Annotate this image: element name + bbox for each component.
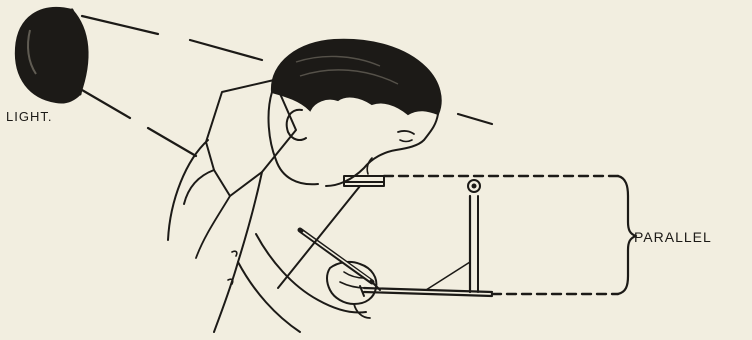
beam-lower-line-2 — [148, 128, 196, 156]
collar — [206, 80, 296, 196]
shirt-button — [232, 251, 237, 256]
label-light: LIGHT. — [6, 109, 52, 124]
parallel-dashed-lines — [384, 176, 618, 294]
hand-with-pencil — [300, 230, 380, 318]
eye — [400, 140, 412, 142]
beam-upper-line-1 — [82, 16, 158, 34]
beam-lower-line-1 — [82, 90, 130, 118]
beam-upper-line-3 — [458, 114, 492, 124]
lamp-icon — [16, 8, 88, 103]
hair — [272, 40, 441, 114]
label-parallel: PARALLEL — [634, 229, 712, 245]
eyebrow — [398, 131, 414, 134]
beam-upper-line-2 — [190, 40, 262, 60]
